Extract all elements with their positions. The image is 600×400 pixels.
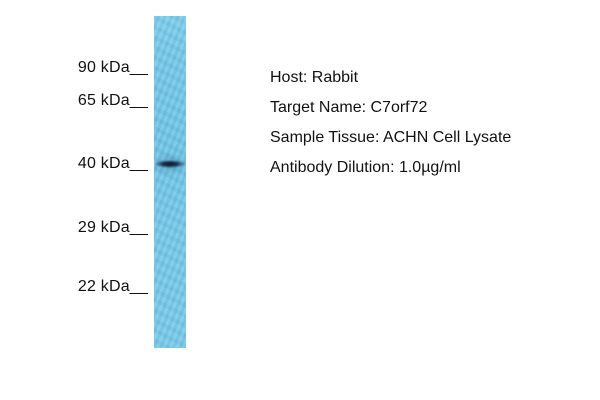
marker-label-22kda: 22 kDa__ [77, 278, 148, 295]
blot-lane [154, 16, 186, 348]
info-target-name: Target Name: C7orf72 [270, 99, 428, 116]
info-sample-tissue: Sample Tissue: ACHN Cell Lysate [270, 129, 512, 146]
protein-band-40kda [155, 160, 185, 168]
info-host: Host: Rabbit [270, 69, 359, 86]
marker-label-65kda: 65 kDa__ [77, 92, 148, 109]
marker-label-40kda: 40 kDa__ [77, 155, 148, 172]
info-antibody-dilution: Antibody Dilution: 1.0µg/ml [270, 159, 461, 176]
lane-texture [154, 16, 186, 348]
marker-label-90kda: 90 kDa__ [77, 59, 148, 76]
marker-label-29kda: 29 kDa__ [77, 219, 148, 236]
